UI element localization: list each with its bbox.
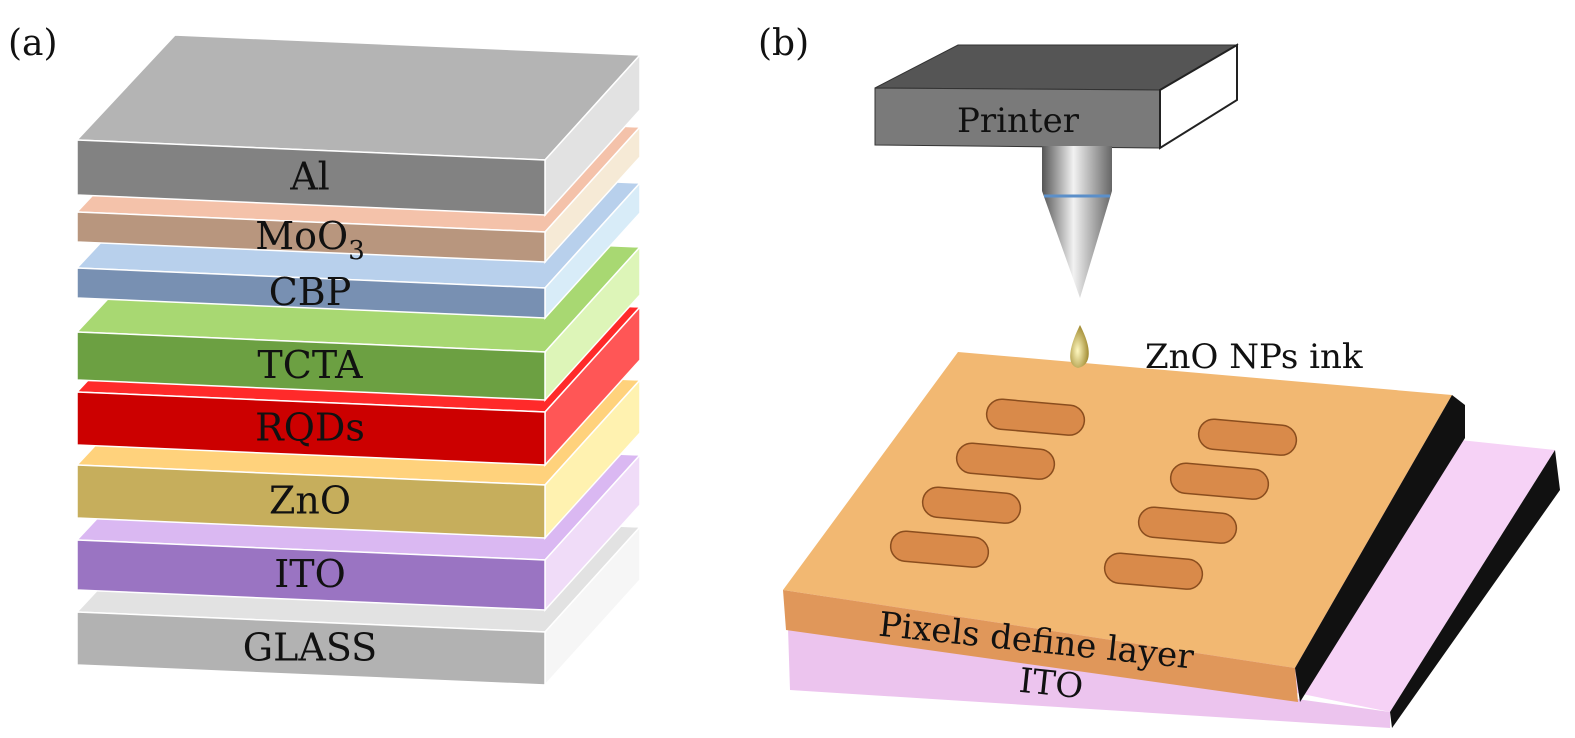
ink-label: ZnO NPs ink: [1145, 337, 1363, 377]
layer-label-subscript: 3: [348, 236, 365, 266]
layer-label: MoO3: [255, 214, 365, 266]
layer-al: Al: [75, 34, 642, 217]
nozzle-tip: [1042, 191, 1112, 298]
pixel-well: [1103, 552, 1204, 590]
pixel-well: [955, 442, 1056, 480]
layer-label: CBP: [269, 270, 352, 314]
layer-label: GLASS: [243, 626, 377, 670]
nozzle-body: [1042, 146, 1112, 191]
panel-a-label: (a): [8, 23, 58, 64]
ink-droplet: [1070, 325, 1089, 368]
layer-label: Al: [289, 155, 330, 199]
pixel-well: [985, 398, 1086, 436]
pixel-wells: [889, 398, 1298, 590]
printer-head: [874, 43, 1239, 298]
layer-label: ITO: [274, 552, 346, 596]
layer-label: RQDs: [255, 406, 365, 450]
pixel-well: [921, 486, 1022, 524]
pixel-well: [889, 530, 990, 568]
layer-label: TCTA: [257, 343, 363, 387]
pixel-well: [1137, 506, 1238, 544]
pixel-well: [1169, 462, 1270, 500]
panel-b-label: (b): [758, 23, 809, 64]
printer-label: Printer: [957, 101, 1080, 141]
ito-label: ITO: [1017, 661, 1085, 707]
pixel-well: [1197, 418, 1298, 456]
layer-label: ZnO: [269, 479, 351, 523]
